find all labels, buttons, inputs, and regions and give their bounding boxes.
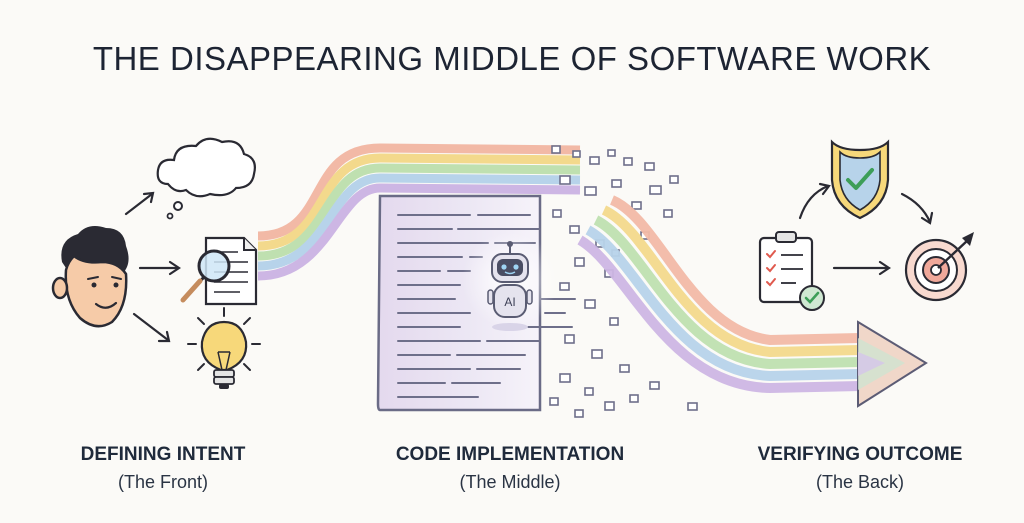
stage-back-sub: (The Back) [815,472,905,492]
stage-middle-label: CODE IMPLEMENTATION (The Middle) [370,444,650,493]
stage-back-label: VERIFYING OUTCOME (The Back) [735,444,985,493]
document-magnifier-icon [180,236,258,306]
robot-icon: AI [462,232,558,331]
person-avatar-icon [51,226,129,328]
rainbow-band-out [577,195,861,394]
rainbow-band-in [257,143,581,281]
robot-label: AI [504,295,515,309]
stage-middle-heading: CODE IMPLEMENTATION [395,444,625,465]
outcome-arrows [798,182,934,276]
thought-cloud-icon [156,137,256,220]
lightbulb-icon [187,307,261,389]
intent-arrows [124,191,181,343]
target-arrow-icon [904,232,974,302]
page-title: THE DISAPPEARING MIDDLE OF SOFTWARE WORK [92,40,932,77]
flow-arrow-head [857,320,928,408]
stage-front-sub: (The Front) [117,472,209,492]
clipboard-checklist-icon [758,231,825,311]
stage-middle-sub: (The Middle) [459,472,561,492]
shield-check-icon [830,139,890,220]
stage-back-heading: VERIFYING OUTCOME [757,444,963,465]
stage-front-label: DEFINING INTENT (The Front) [48,444,278,493]
stage-front-heading: DEFINING INTENT [80,444,246,465]
